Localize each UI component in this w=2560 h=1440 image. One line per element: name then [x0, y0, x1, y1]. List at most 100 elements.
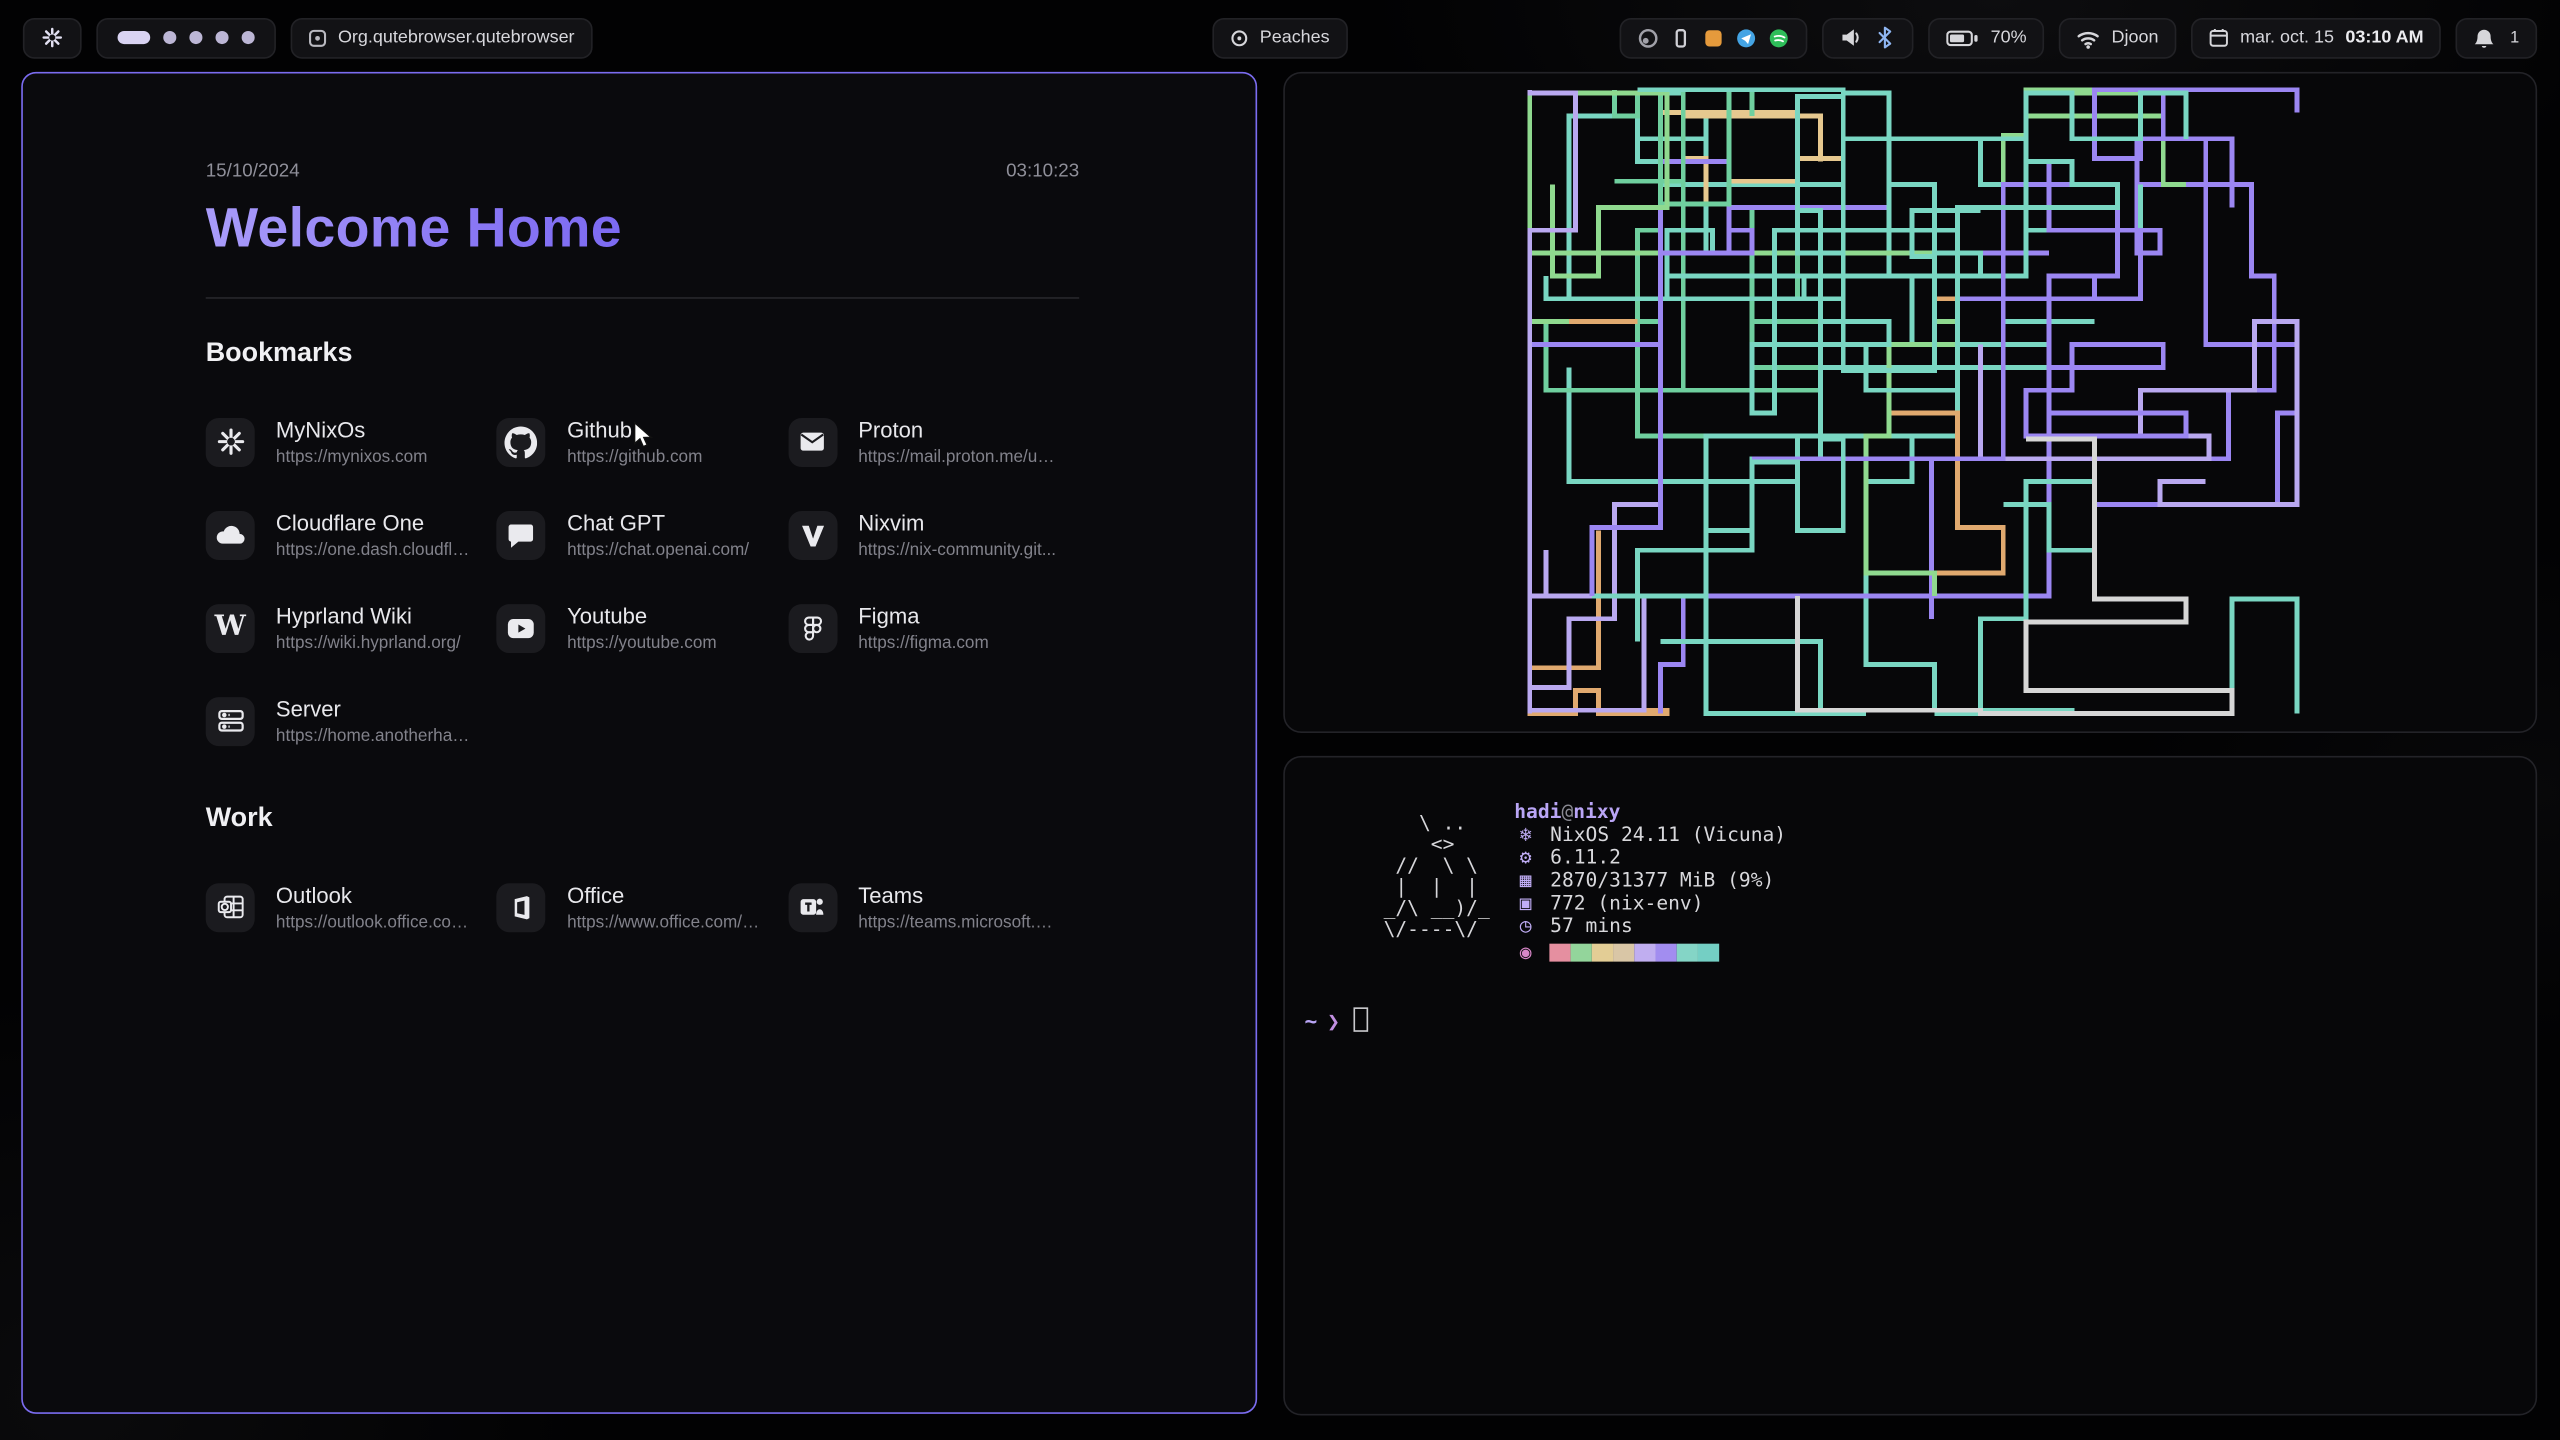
workspace-dot[interactable]: [163, 31, 177, 45]
kernel-icon: ⚙: [1519, 845, 1532, 869]
uptime-line: ◷57 mins: [1514, 914, 1786, 937]
battery-widget[interactable]: 70%: [1928, 17, 2045, 58]
bookmark-mynixos[interactable]: MyNixOs https://mynixos.com: [205, 417, 497, 467]
qutebrowser-window[interactable]: 15/10/2024 03:10:23 Welcome Home Bookmar…: [21, 71, 1258, 1414]
color-swatch: [1677, 942, 1699, 961]
bookmark-server[interactable]: Server https://home.anotherhadi...: [205, 696, 497, 746]
os-icon: ❄: [1519, 822, 1532, 846]
bookmark-office[interactable]: Office https://www.office.com/?a...: [496, 882, 788, 932]
divider: [205, 297, 1080, 299]
color-swatch: [1656, 942, 1678, 961]
pipes-terminal-window[interactable]: [1283, 71, 2538, 734]
workspace-dot[interactable]: [241, 31, 255, 45]
bell-icon: [2475, 28, 2495, 47]
kernel-line: ⚙6.11.2: [1514, 846, 1786, 869]
bookmark-url: https://outlook.office.com/...: [275, 911, 476, 932]
ascii-logo: \ .. <> // \ \ | | | _/\ __)/_ \/----\/: [1383, 811, 1490, 941]
figma-icon: [788, 603, 837, 653]
teams-icon: [788, 882, 837, 932]
user-host-title: hadi@nixy: [1514, 799, 1621, 823]
bookmark-figma[interactable]: Figma https://figma.com: [788, 603, 1079, 653]
nix-snowflake-icon: [205, 417, 255, 467]
clock-time: 03:10 AM: [2345, 27, 2424, 48]
bookmark-url: https://mynixos.com: [275, 446, 428, 467]
bookmark-name: Youtube: [567, 603, 648, 628]
tray-white-app-icon[interactable]: [1671, 27, 1692, 48]
terminal-palette: ◉: [1514, 940, 1786, 963]
bookmark-name: Teams: [858, 882, 924, 907]
tray-green-app-icon[interactable]: [1769, 27, 1790, 48]
bookmark-hyprland-wiki[interactable]: W Hyprland Wiki https://wiki.hyprland.or…: [205, 603, 497, 653]
cloud-icon: [205, 510, 255, 560]
vim-icon: [788, 510, 837, 560]
bookmark-youtube[interactable]: Youtube https://youtube.com: [496, 603, 788, 653]
media-player-widget[interactable]: Peaches: [1212, 17, 1348, 58]
work-heading: Work: [205, 803, 273, 833]
nix-logo-icon: [42, 27, 63, 48]
bookmarks-heading: Bookmarks: [205, 337, 353, 368]
bookmark-chatgpt[interactable]: Chat GPT https://chat.openai.com/: [496, 510, 788, 560]
color-swatch: [1635, 942, 1657, 961]
bookmark-url: https://nix-community.git...: [858, 539, 1057, 560]
color-swatch: [1571, 942, 1593, 961]
bookmark-url: https://chat.openai.com/: [567, 539, 750, 560]
packages-line: ▣772 (nix-env): [1514, 891, 1786, 914]
workspace-dot[interactable]: [189, 31, 203, 45]
notifications-widget[interactable]: 1: [2456, 17, 2538, 58]
bookmark-cloudflare-one[interactable]: Cloudflare One https://one.dash.cloudfla…: [205, 510, 497, 560]
office-icon: [496, 882, 546, 932]
os-line: ❄NixOS 24.11 (Vicuna): [1514, 823, 1786, 846]
github-icon: [496, 417, 546, 467]
bookmark-proton[interactable]: Proton https://mail.proton.me/u/0...: [788, 417, 1079, 467]
bookmark-name: Github: [567, 417, 633, 442]
clock-widget[interactable]: mar. oct. 15 03:10 AM: [2191, 17, 2442, 58]
memory-icon: ▦: [1519, 868, 1532, 892]
workspace-indicator[interactable]: [96, 17, 276, 58]
mouse-cursor: [633, 421, 654, 448]
wifi-icon: [2077, 31, 2100, 48]
shell-prompt[interactable]: ~❯: [1304, 1007, 1368, 1036]
bookmark-teams[interactable]: Teams https://teams.microsoft.co...: [788, 882, 1079, 932]
fastfetch-output: \ .. <> // \ \ | | | _/\ __)/_ \/----\/ …: [1285, 758, 2536, 963]
color-swatch: [1613, 942, 1636, 961]
tray-orange-app-icon[interactable]: [1703, 27, 1724, 48]
prompt-path: ~: [1304, 1010, 1318, 1036]
bookmark-url: https://www.office.com/?a...: [567, 911, 767, 932]
tray-gray-app-icon[interactable]: [1638, 27, 1659, 48]
fetch-terminal-window[interactable]: \ .. <> // \ \ | | | _/\ __)/_ \/----\/ …: [1283, 755, 2538, 1416]
audio-bluetooth-widget[interactable]: [1822, 17, 1914, 58]
palette-icon: ◉: [1519, 940, 1532, 964]
battery-icon: [1946, 29, 1979, 46]
media-icon: [1231, 29, 1248, 46]
bookmark-name: Nixvim: [858, 510, 925, 535]
bookmark-outlook[interactable]: Outlook https://outlook.office.com/...: [205, 882, 497, 932]
workspace-pill-active[interactable]: [117, 31, 151, 45]
work-grid: Outlook https://outlook.office.com/... O…: [205, 860, 1079, 953]
network-name: Djoon: [2111, 27, 2159, 48]
network-widget[interactable]: Djoon: [2059, 17, 2177, 58]
active-window-title[interactable]: Org.qutebrowser.qutebrowser: [290, 17, 593, 58]
bookmark-name: Proton: [858, 417, 924, 442]
volume-icon[interactable]: [1840, 26, 1863, 49]
bookmark-url: https://one.dash.cloudflar...: [275, 539, 476, 560]
launcher-button[interactable]: [22, 17, 82, 58]
color-swatch: [1698, 942, 1720, 961]
prompt-symbol: ❯: [1327, 1010, 1340, 1036]
workspace-dot[interactable]: [215, 31, 229, 45]
battery-percent: 70%: [1990, 27, 2027, 48]
uptime-icon: ◷: [1519, 914, 1532, 938]
bookmark-name: Figma: [858, 603, 920, 628]
bookmark-name: Hyprland Wiki: [275, 603, 412, 628]
text-cursor: [1352, 1007, 1368, 1032]
tray-blue-app-icon[interactable]: [1736, 27, 1757, 48]
system-tray[interactable]: [1620, 17, 1808, 58]
outlook-icon: [205, 882, 255, 932]
bookmark-nixvim[interactable]: Nixvim https://nix-community.git...: [788, 510, 1079, 560]
bluetooth-icon[interactable]: [1875, 26, 1896, 49]
bookmarks-grid: MyNixOs https://mynixos.com Github https…: [205, 395, 1079, 767]
bookmark-url: https://mail.proton.me/u/0...: [858, 446, 1058, 467]
media-label: Peaches: [1259, 27, 1330, 48]
startpage-time: 03:10:23: [1006, 161, 1080, 182]
bookmark-github[interactable]: Github https://github.com: [496, 417, 788, 467]
